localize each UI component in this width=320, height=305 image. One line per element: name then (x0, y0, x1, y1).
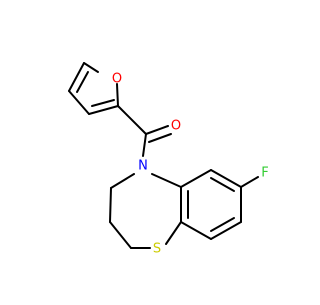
bond-c9-c8-inner (210, 217, 235, 232)
bond-ch2a-ch2b (109, 187, 112, 223)
bond-c6-c5a (180, 169, 212, 188)
bond-c7-c6-inner (210, 177, 235, 192)
bond-furan-c4-c3 (68, 90, 90, 115)
bond-c7-c6 (210, 169, 242, 188)
bond-ch2b-ch2c (109, 221, 132, 249)
atom-n: N (138, 159, 148, 174)
bond-furan-c5-c4-inner (76, 71, 89, 93)
bond-furan-c2-o (116, 83, 119, 107)
bond-c2-carbonyl (117, 105, 147, 135)
bond-c7-f (240, 176, 259, 188)
bond-carbonyl-o (145, 125, 169, 135)
bond-n-c5a (151, 173, 182, 188)
bond-c9a-c9 (180, 221, 212, 240)
bond-s-c9a (165, 221, 182, 245)
atom-o-carbonyl: O (171, 119, 181, 134)
atom-s: S (153, 242, 161, 257)
atom-o-furan: O (112, 72, 122, 87)
molecule-diagram: O O N F S (68, 62, 269, 257)
bond-furan-c5-c4 (68, 62, 85, 92)
bond-n-ch2a (110, 173, 135, 189)
bond-furan-c3-c2 (88, 105, 119, 115)
bond-c9-c8 (210, 221, 242, 240)
structure-canvas: O O N F S (68, 62, 269, 257)
bond-furan-c3-c2-inner (91, 99, 115, 107)
bond-furan-o-c5 (83, 62, 99, 73)
bond-carbonyl-o-double (148, 133, 172, 143)
bond-carbonyl-n (142, 133, 147, 157)
atom-f: F (261, 166, 268, 181)
